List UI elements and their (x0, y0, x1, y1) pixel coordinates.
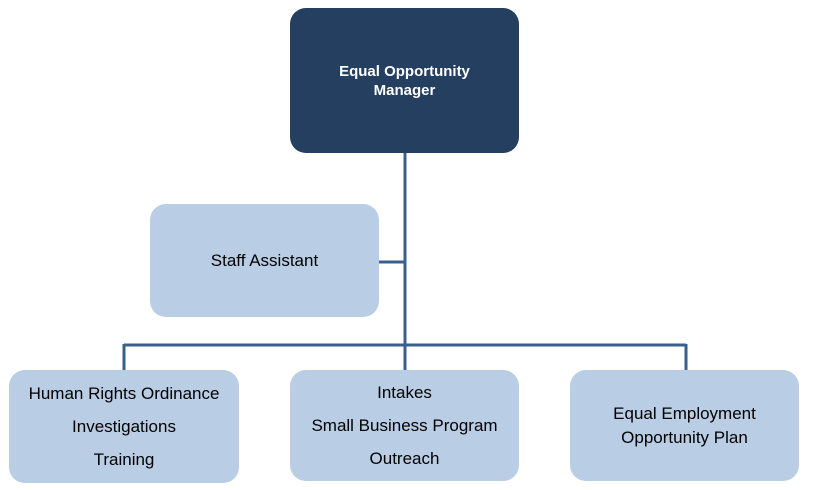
unit-3-line-2: Opportunity Plan (621, 427, 748, 447)
unit-1-line-3: Training (93, 450, 155, 469)
equal-opportunity-manager-box: Equal Opportunity Manager (290, 8, 519, 153)
equal-employment-unit-box: Equal Employment Opportunity Plan (570, 370, 799, 481)
staff-assistant-label: Staff Assistant (210, 250, 319, 270)
manager-title-line-1: Equal Opportunity (339, 62, 470, 80)
unit-1-line-1: Human Rights Ordinance (28, 384, 220, 403)
human-rights-unit-box: Human Rights Ordinance Investigations Tr… (9, 370, 239, 483)
unit-2-line-2: Small Business Program (311, 416, 498, 435)
unit-2-line-1: Intakes (377, 383, 432, 402)
unit-1-line-2: Investigations (72, 417, 176, 436)
manager-title-line-2: Manager (373, 81, 436, 99)
unit-3-line-1: Equal Employment (613, 403, 756, 423)
unit-2-line-3: Outreach (369, 449, 440, 468)
intakes-unit-box: Intakes Small Business Program Outreach (290, 370, 519, 481)
staff-assistant-box: Staff Assistant (150, 204, 379, 317)
